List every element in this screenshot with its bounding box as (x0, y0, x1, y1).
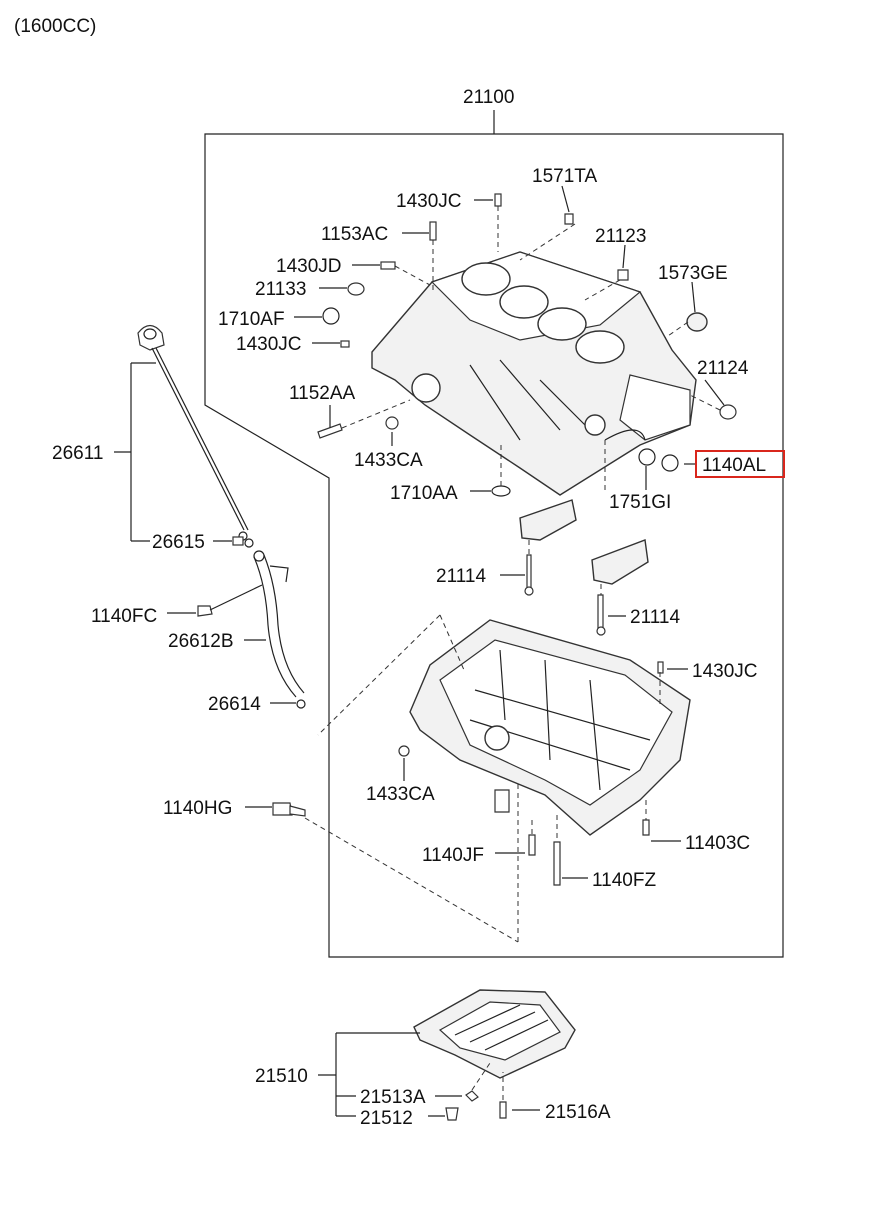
label-1140FC[interactable]: 1140FC (91, 606, 157, 627)
oil-gauge-icon (114, 324, 306, 709)
label-1140AL[interactable]: 1140AL (702, 455, 766, 476)
label-21123[interactable]: 21123 (595, 226, 646, 247)
label-1430JC-c[interactable]: 1430JC (692, 661, 758, 682)
label-21133[interactable]: 21133 (255, 279, 306, 300)
label-1140HG[interactable]: 1140HG (163, 798, 232, 819)
label-26615[interactable]: 26615 (152, 532, 205, 553)
label-1430JD[interactable]: 1430JD (276, 256, 342, 277)
highlight-1140AL (695, 450, 785, 478)
label-1573GE[interactable]: 1573GE (658, 263, 728, 284)
label-1710AA[interactable]: 1710AA (390, 483, 458, 504)
label-21124[interactable]: 21124 (697, 358, 749, 379)
label-21512[interactable]: 21512 (360, 1108, 413, 1129)
label-26614[interactable]: 26614 (208, 694, 261, 715)
label-1140JF[interactable]: 1140JF (422, 845, 484, 866)
label-1571TA[interactable]: 1571TA (532, 166, 597, 187)
bearing-caps-icon (500, 499, 649, 636)
label-21114-b[interactable]: 21114 (630, 607, 680, 628)
label-26611[interactable]: 26611 (52, 443, 103, 464)
label-1140FZ[interactable]: 1140FZ (592, 870, 656, 891)
label-1152AA[interactable]: 1152AA (289, 383, 356, 404)
label-1430JC-b[interactable]: 1430JC (236, 334, 302, 355)
label-11403C[interactable]: 11403C (685, 833, 750, 854)
label-21510[interactable]: 21510 (255, 1066, 308, 1087)
block-small-parts (317, 193, 737, 497)
engine-label: (1600CC) (14, 16, 96, 37)
label-1751GI[interactable]: 1751GI (609, 492, 671, 513)
label-1153AC[interactable]: 1153AC (321, 224, 388, 245)
block-assembly-frame: 21100 (204, 87, 784, 958)
part-labels: 1571TA 1430JC 1153AC 21123 1430JD 1573GE… (52, 166, 785, 1129)
label-1433CA[interactable]: 1433CA (354, 450, 423, 471)
oil-pan-icon (318, 989, 576, 1121)
label-21516A[interactable]: 21516A (545, 1102, 611, 1123)
label-1430JC[interactable]: 1430JC (396, 191, 462, 212)
label-1433CA-b[interactable]: 1433CA (366, 784, 435, 805)
lower-case-icon (245, 614, 691, 943)
label-21114[interactable]: 21114 (436, 566, 486, 587)
label-21513A[interactable]: 21513A (360, 1087, 426, 1108)
label-1710AF[interactable]: 1710AF (218, 309, 285, 330)
cylinder-block-icon (371, 251, 697, 496)
label-26612B[interactable]: 26612B (168, 631, 234, 652)
label-21100[interactable]: 21100 (463, 87, 514, 108)
block-leaders (294, 185, 725, 492)
